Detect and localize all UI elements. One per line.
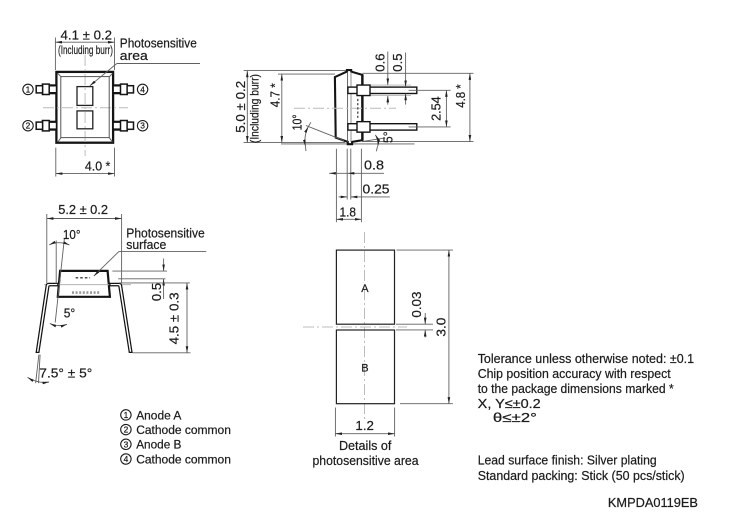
svg-text:4: 4 — [124, 454, 129, 464]
svg-text:Lead surface finish: Silver pl: Lead surface finish: Silver plating — [478, 453, 657, 468]
svg-text:4.5 ± 0.3: 4.5 ± 0.3 — [167, 292, 182, 344]
svg-text:7.5° ± 5°: 7.5° ± 5° — [39, 365, 92, 380]
svg-text:3: 3 — [124, 439, 129, 449]
svg-text:1: 1 — [124, 410, 129, 420]
svg-text:0.8: 0.8 — [364, 158, 384, 173]
svg-text:2: 2 — [124, 425, 129, 435]
svg-text:Details of: Details of — [339, 438, 392, 453]
svg-text:A: A — [361, 283, 369, 295]
svg-text:2.54: 2.54 — [429, 96, 444, 121]
svg-text:4: 4 — [140, 84, 145, 94]
svg-text:KMPDA0119EB: KMPDA0119EB — [608, 495, 698, 510]
svg-text:surface: surface — [126, 237, 166, 252]
svg-text:1.8: 1.8 — [340, 204, 357, 219]
svg-text:Photosensitive: Photosensitive — [126, 225, 204, 240]
svg-text:Standard packing: Stick (50 pc: Standard packing: Stick (50 pcs/stick) — [478, 468, 685, 483]
svg-text:θ≤±2°: θ≤±2° — [493, 410, 537, 425]
svg-text:3.0: 3.0 — [433, 318, 448, 337]
svg-text:(Including burr): (Including burr) — [58, 43, 113, 57]
svg-text:4.0 *: 4.0 * — [85, 158, 111, 173]
svg-text:Tolerance unless otherwise not: Tolerance unless otherwise noted: ±0.1 — [478, 351, 694, 366]
svg-text:to the package dimensions mark: to the package dimensions marked * — [478, 381, 674, 396]
svg-text:3: 3 — [140, 121, 145, 131]
svg-text:area: area — [120, 48, 149, 63]
svg-text:Cathode common: Cathode common — [136, 452, 231, 466]
svg-text:10°: 10° — [63, 227, 81, 242]
svg-text:5°: 5° — [381, 131, 396, 143]
svg-text:(Including burr): (Including burr) — [247, 74, 261, 143]
svg-text:1: 1 — [26, 84, 31, 94]
svg-text:Photosensitive: Photosensitive — [120, 35, 197, 50]
svg-text:4.8 *: 4.8 * — [453, 84, 468, 108]
svg-text:Chip position accuracy with re: Chip position accuracy with respect — [478, 366, 671, 381]
svg-text:2: 2 — [26, 121, 31, 131]
svg-text:photosensitive area: photosensitive area — [313, 453, 420, 468]
svg-text:5.0 ± 0.2: 5.0 ± 0.2 — [233, 81, 248, 133]
svg-text:5°: 5° — [64, 306, 75, 321]
svg-text:1.2: 1.2 — [355, 418, 374, 433]
svg-text:0.5: 0.5 — [390, 54, 405, 72]
svg-text:X, Y≤±0.2: X, Y≤±0.2 — [478, 396, 541, 411]
svg-text:0.03: 0.03 — [409, 292, 424, 318]
svg-text:4.1 ± 0.2: 4.1 ± 0.2 — [61, 28, 113, 43]
svg-text:5.2 ± 0.2: 5.2 ± 0.2 — [58, 202, 108, 217]
svg-text:0.25: 0.25 — [363, 182, 390, 197]
svg-text:4.7 *: 4.7 * — [267, 83, 282, 107]
svg-text:0.6: 0.6 — [373, 54, 388, 72]
svg-text:Anode B: Anode B — [136, 438, 181, 452]
svg-text:10°: 10° — [290, 114, 305, 130]
svg-text:Cathode common: Cathode common — [136, 423, 231, 437]
svg-text:B: B — [361, 362, 368, 374]
svg-text:Anode A: Anode A — [136, 409, 182, 423]
svg-text:0.5: 0.5 — [149, 283, 164, 301]
